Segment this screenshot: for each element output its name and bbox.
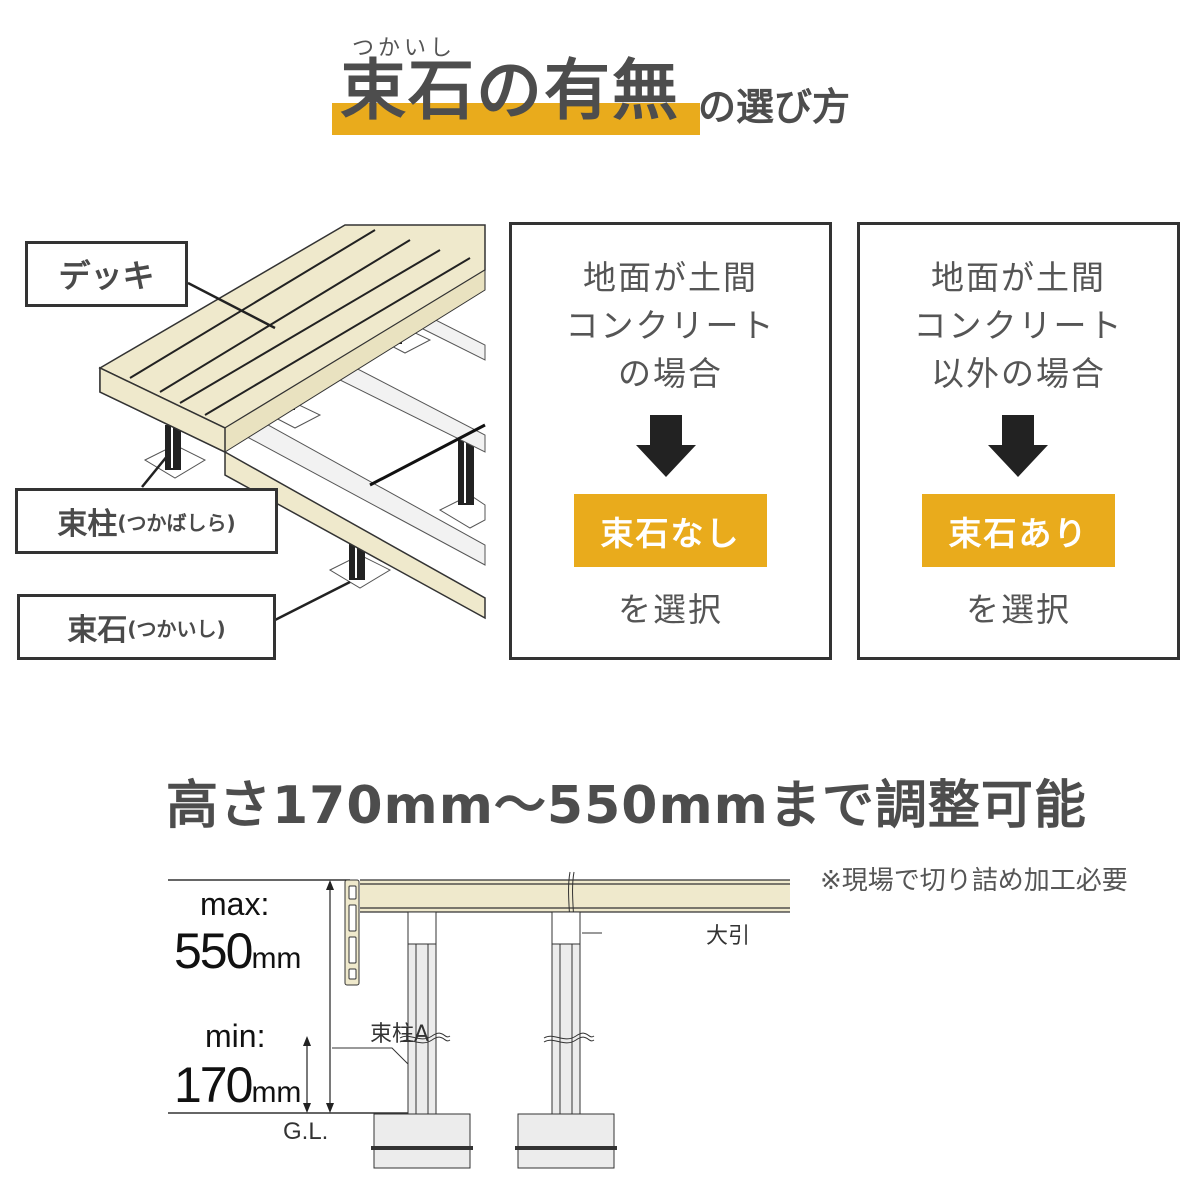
title-highlight-bar bbox=[332, 103, 700, 135]
min-unit: mm bbox=[251, 1076, 302, 1109]
result-badge-with-stone: 束石あり bbox=[922, 494, 1115, 567]
post-a-label: 束柱A bbox=[370, 1022, 430, 1047]
label-stone-text: 束石 bbox=[67, 613, 128, 648]
card-condition-line-3: の場合 bbox=[618, 354, 723, 393]
cut-note: ※現場で切り詰め加工必要 bbox=[820, 866, 1128, 896]
card-condition-line-2: コンクリート bbox=[913, 306, 1124, 345]
card-select-text: を選択 bbox=[966, 590, 1071, 629]
max-unit: mm bbox=[251, 942, 302, 975]
card-condition-line-2: コンクリート bbox=[565, 306, 776, 345]
label-post-text: 束柱 bbox=[57, 507, 118, 542]
min-label: min: bbox=[205, 1018, 266, 1054]
card-condition-line-1: 地面が土間 bbox=[583, 258, 758, 297]
label-deck-text: デッキ bbox=[58, 257, 155, 295]
result-badge-no-stone: 束石なし bbox=[574, 494, 767, 567]
max-number: 550 bbox=[174, 923, 253, 979]
title-ruby: つかいし bbox=[352, 36, 457, 61]
page-title: 束石の有無 bbox=[340, 52, 680, 129]
min-value: 170mm bbox=[174, 1056, 301, 1114]
card-select-text: を選択 bbox=[618, 590, 723, 629]
beam-label: 大引 bbox=[706, 924, 751, 949]
label-post: 束柱(つかばしら) bbox=[15, 488, 278, 554]
ground-level-label: G.L. bbox=[283, 1118, 329, 1145]
label-stone-reading: (つかいし) bbox=[127, 616, 226, 641]
choice-card-other: 地面が土間 コンクリート 以外の場合 束石あり を選択 bbox=[857, 222, 1180, 660]
min-number: 170 bbox=[174, 1057, 253, 1113]
down-arrow-icon bbox=[988, 415, 1048, 477]
down-arrow-icon bbox=[636, 415, 696, 477]
deck-illustration bbox=[98, 224, 486, 622]
card-condition-line-1: 地面が土間 bbox=[931, 258, 1106, 297]
max-label: max: bbox=[200, 886, 270, 922]
choice-card-concrete: 地面が土間 コンクリート の場合 束石なし を選択 bbox=[509, 222, 832, 660]
label-post-reading: (つかばしら) bbox=[117, 510, 236, 535]
height-heading: 高さ170mm〜550mmまで調整可能 bbox=[166, 776, 1087, 836]
height-diagram bbox=[168, 871, 790, 1169]
label-deck: デッキ bbox=[25, 241, 188, 307]
card-condition-line-3: 以外の場合 bbox=[931, 354, 1106, 393]
max-value: 550mm bbox=[174, 922, 301, 980]
page-title-suffix: の選び方 bbox=[698, 85, 851, 129]
label-stone: 束石(つかいし) bbox=[17, 594, 276, 660]
